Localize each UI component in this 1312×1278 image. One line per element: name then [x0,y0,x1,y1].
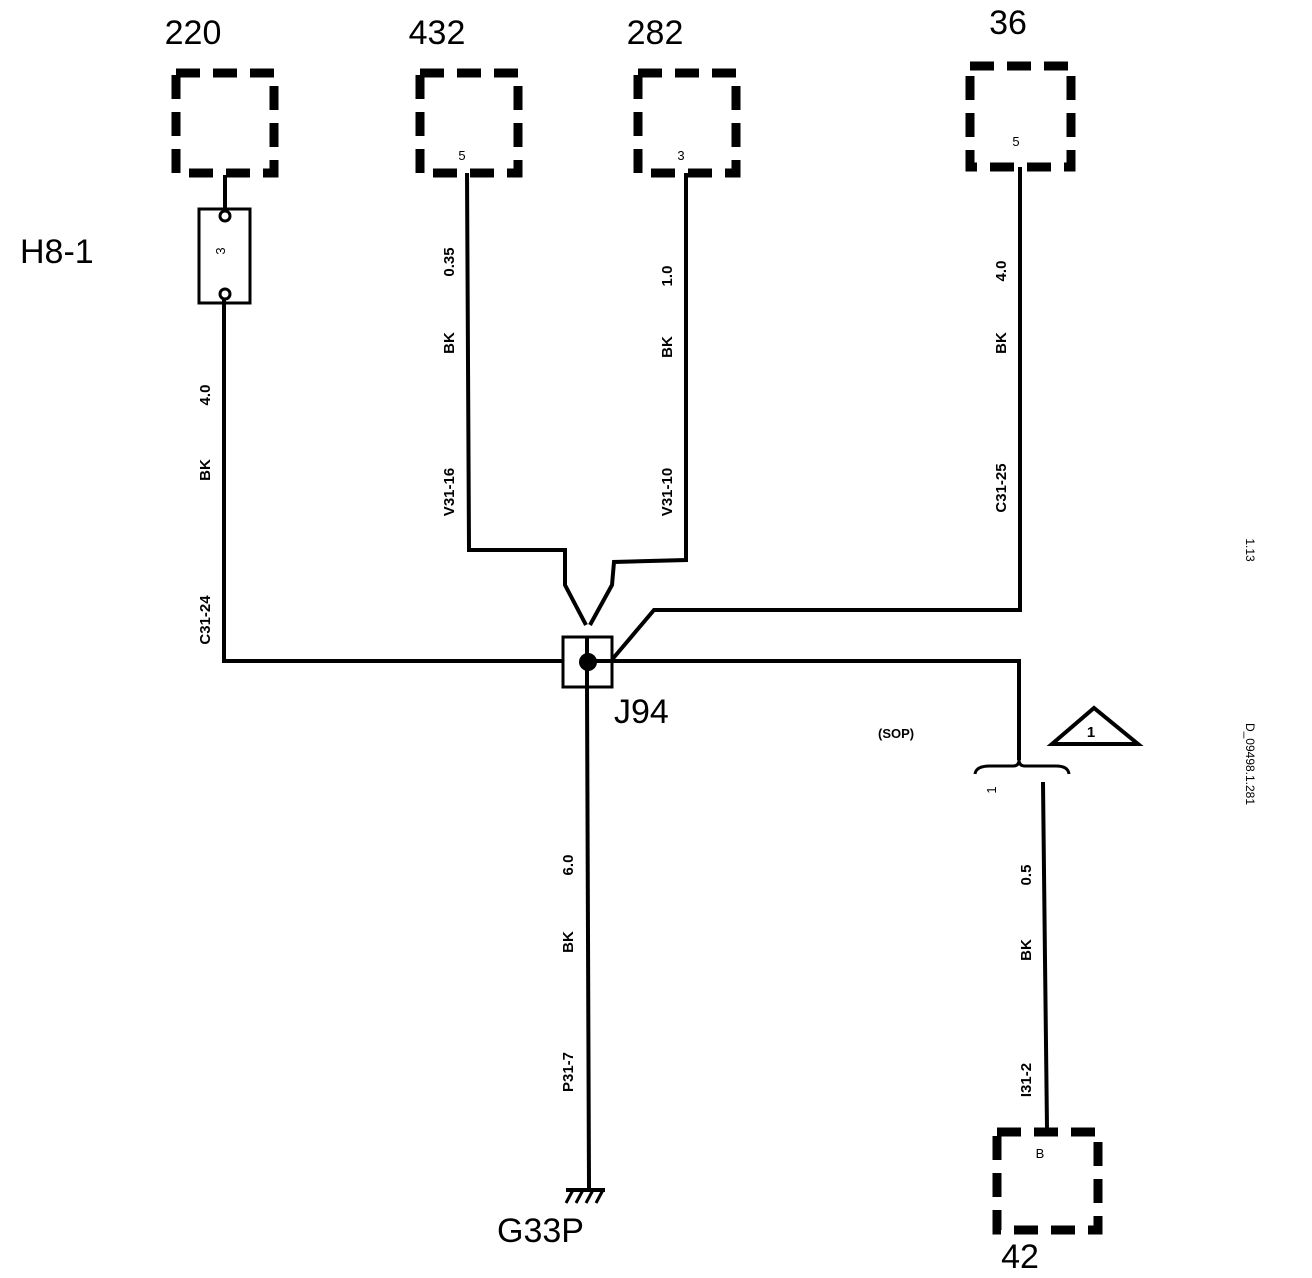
wire-c31-24-size: 4.0 [197,385,214,406]
connector-282-number: 282 [627,14,684,52]
ground-tick-4 [594,1189,605,1204]
splice-label: J94 [614,693,669,731]
connector-432-pin: 5 [458,148,465,163]
connector-282-pin: 3 [677,148,684,163]
wire-v31-16[interactable]: 0.35 BK V31-16 [441,172,588,626]
document-id: D_09498.1.281 [1243,723,1257,805]
wire-v31-16-path [465,172,588,626]
connector-220-number: 220 [165,14,222,52]
wire-c31-25-path [608,167,1022,664]
note-number: 1 [1087,724,1095,741]
connector-282[interactable]: 282 3 [627,14,741,178]
wire-c31-25-color: BK [993,332,1010,354]
ground-label: G33P [497,1212,584,1250]
wire-i31-2-circuit: I31-2 [1018,1063,1035,1097]
fuse-terminal-top [218,209,232,223]
wire-c31-24-color: BK [197,459,214,481]
connector-220[interactable]: 220 [165,14,279,178]
wire-v31-10-color: BK [659,336,676,358]
option-pin: 1 [984,786,999,793]
wire-i31-2-size: 0.5 [1018,865,1035,886]
splice-j94[interactable]: J94 [561,635,669,731]
option-sop-connector[interactable]: (SOP) 1 1 [878,705,1144,794]
connector-42-box [992,1127,1103,1235]
wire-v31-10[interactable]: 1.0 BK V31-10 [588,173,688,626]
fuse-pin: 3 [213,247,228,254]
fuse-label: H8-1 [20,233,94,271]
connector-36-box [965,61,1076,172]
wire-i31-2[interactable]: 0.5 BK I31-2 [1018,781,1049,1129]
wire-v31-16-circuit: V31-16 [441,468,458,516]
wire-c31-25-size: 4.0 [993,261,1010,282]
ground-tick-1 [564,1189,575,1204]
wire-p31-7-size: 6.0 [560,855,577,876]
ground-tick-2 [574,1189,585,1204]
wire-v31-10-circuit: V31-10 [659,468,676,516]
wire-c31-25[interactable]: 4.0 BK C31-25 [608,167,1022,664]
connector-432-number: 432 [409,14,466,52]
wire-p31-7-color: BK [560,931,577,953]
splice-dot [579,653,597,671]
connector-42-pin: B [1036,1146,1045,1161]
wire-v31-16-color: BK [441,332,458,354]
connector-42[interactable]: B 42 [992,1127,1103,1276]
connector-36-number: 36 [989,4,1027,42]
wire-c31-24-circuit: C31-24 [197,595,214,645]
wire-c31-24-path [222,300,580,663]
wire-v31-16-size: 0.35 [441,247,458,276]
ground-tick-3 [584,1189,595,1204]
connector-36[interactable]: 36 5 [965,4,1076,172]
wire-p31-7-path [585,687,591,1189]
fuse-terminal-bottom [218,287,232,301]
wire-c31-25-circuit: C31-25 [993,463,1010,512]
wire-option-branch[interactable] [612,659,1021,760]
connector-36-pin: 5 [1012,134,1019,149]
note-triangle-icon [1046,705,1144,746]
wire-v31-10-size: 1.0 [659,266,676,287]
wire-c31-24[interactable]: 4.0 BK C31-24 [197,300,580,663]
connector-220-box [171,68,279,178]
option-connector-arc [973,759,1071,775]
option-label: (SOP) [878,726,914,741]
wire-p31-7[interactable]: 6.0 BK P31-7 [560,687,591,1189]
connector-432-box [415,68,523,178]
connector-432[interactable]: 432 5 [409,14,523,178]
wire-option-branch-path [612,659,1021,760]
wire-p31-7-circuit: P31-7 [560,1052,577,1092]
page-reference: 1.13 [1243,538,1257,562]
connector-282-box [633,68,741,178]
connector-42-number: 42 [1001,1238,1039,1276]
wire-v31-10-path [588,173,688,626]
wire-i31-2-color: BK [1018,939,1035,961]
ground-g33p[interactable]: G33P [497,1188,605,1250]
wire-i31-2-path [1041,781,1049,1129]
fuse-h8-1[interactable]: H8-1 3 [20,175,252,305]
